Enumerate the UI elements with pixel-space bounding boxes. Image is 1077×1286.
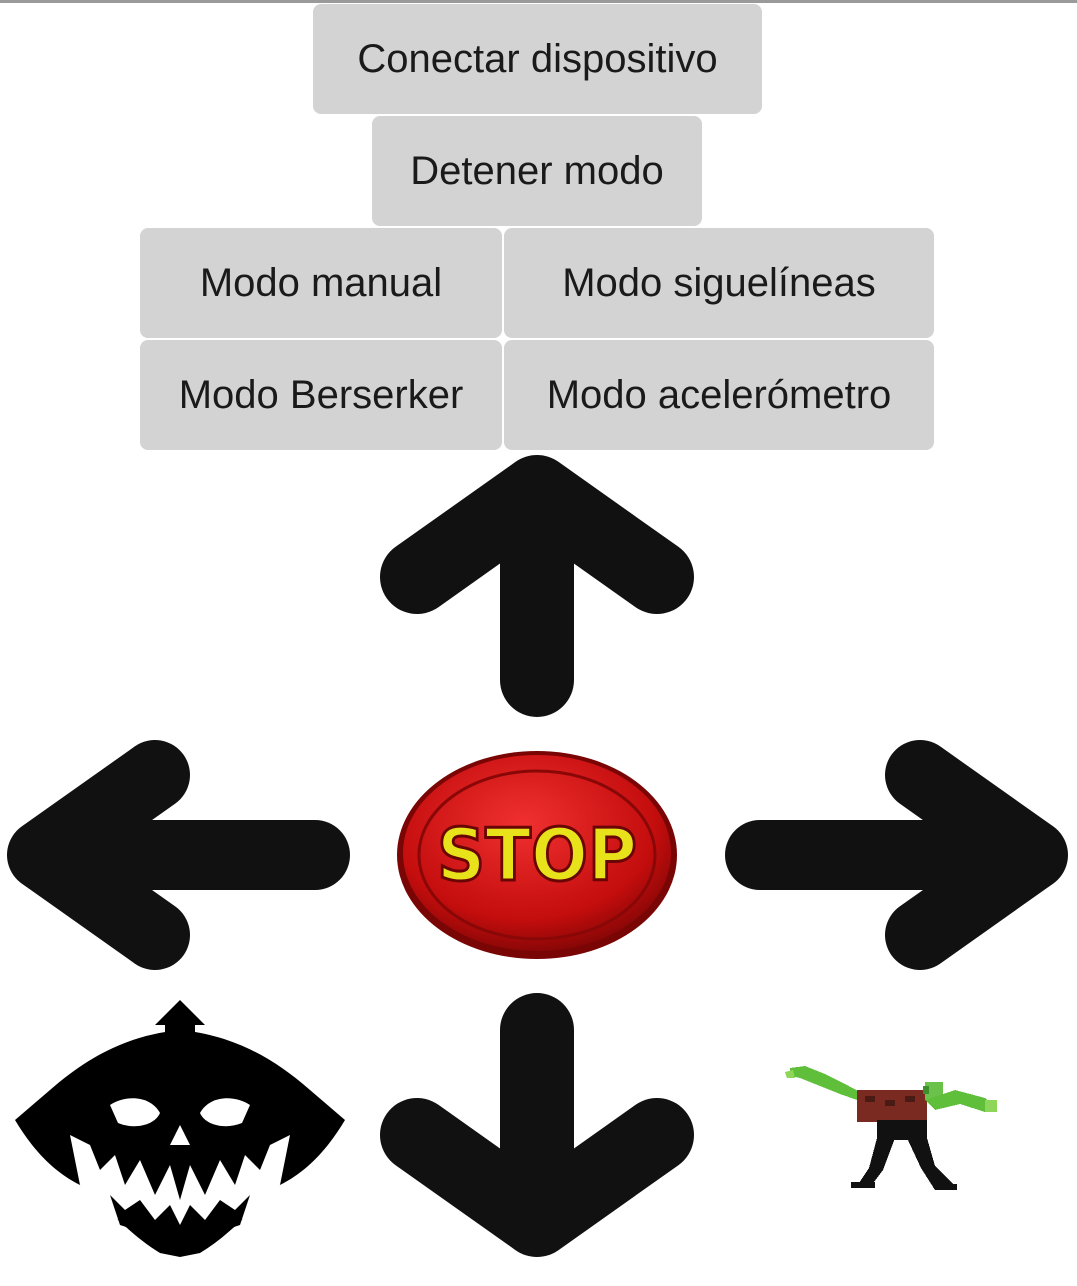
arrow-up-icon[interactable] (372, 452, 702, 722)
stop-button[interactable]: STOP (395, 748, 680, 963)
accelerometer-mode-button[interactable]: Modo acelerómetro (504, 340, 934, 450)
arrow-left-icon[interactable] (0, 735, 355, 975)
berserker-mode-button[interactable]: Modo Berserker (140, 340, 502, 450)
skull-mask-icon[interactable] (10, 995, 350, 1260)
dancing-character-icon[interactable] (785, 1060, 1005, 1195)
arrow-down-icon[interactable] (372, 990, 702, 1260)
stop-label: STOP (437, 813, 637, 897)
stop-mode-button[interactable]: Detener modo (372, 116, 702, 226)
connect-device-button[interactable]: Conectar dispositivo (313, 4, 762, 114)
manual-mode-button[interactable]: Modo manual (140, 228, 502, 338)
line-follower-mode-button[interactable]: Modo siguelíneas (504, 228, 934, 338)
arrow-right-icon[interactable] (720, 735, 1075, 975)
status-bar-divider (0, 0, 1077, 3)
